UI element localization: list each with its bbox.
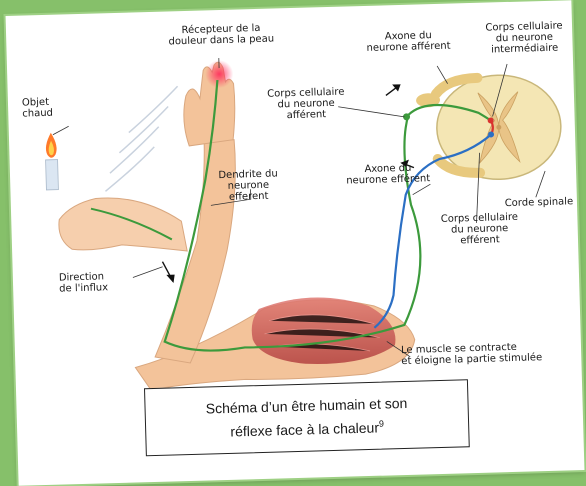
label-interneuron-body: Corps cellulaire du neurone intermédiair…	[476, 20, 573, 56]
label-dendrite: Dendrite du neurone efferent	[208, 168, 289, 203]
label-hot-object: Objet chaud	[22, 96, 83, 120]
diagram-sheet: Récepteur de la douleur dans la peau Obj…	[6, 0, 585, 486]
caption-footnote: 9	[379, 419, 384, 429]
label-spinal-cord: Corde spinale	[499, 196, 579, 209]
label-direction: Direction de l'influx	[59, 270, 140, 294]
motion-lines	[103, 86, 181, 191]
label-afferent-body: Corps cellulaire du neurone afférent	[256, 86, 357, 122]
candle-icon	[45, 133, 59, 190]
caption-text: Schéma d’un être humain et son réflexe f…	[206, 393, 409, 442]
label-receptor: Récepteur de la douleur dans la peau	[166, 22, 277, 47]
reaching-forearm	[58, 196, 187, 255]
caption-body: Schéma d’un être humain et son réflexe f…	[206, 395, 408, 440]
label-efferent-axon: Axone du neurone efférent	[336, 162, 441, 187]
caption-box: Schéma d’un être humain et son réflexe f…	[144, 379, 470, 456]
label-afferent-axon: Axone du neurone afférent	[358, 29, 459, 54]
label-efferent-body: Corps cellulaire du neurone efférent	[431, 212, 528, 248]
